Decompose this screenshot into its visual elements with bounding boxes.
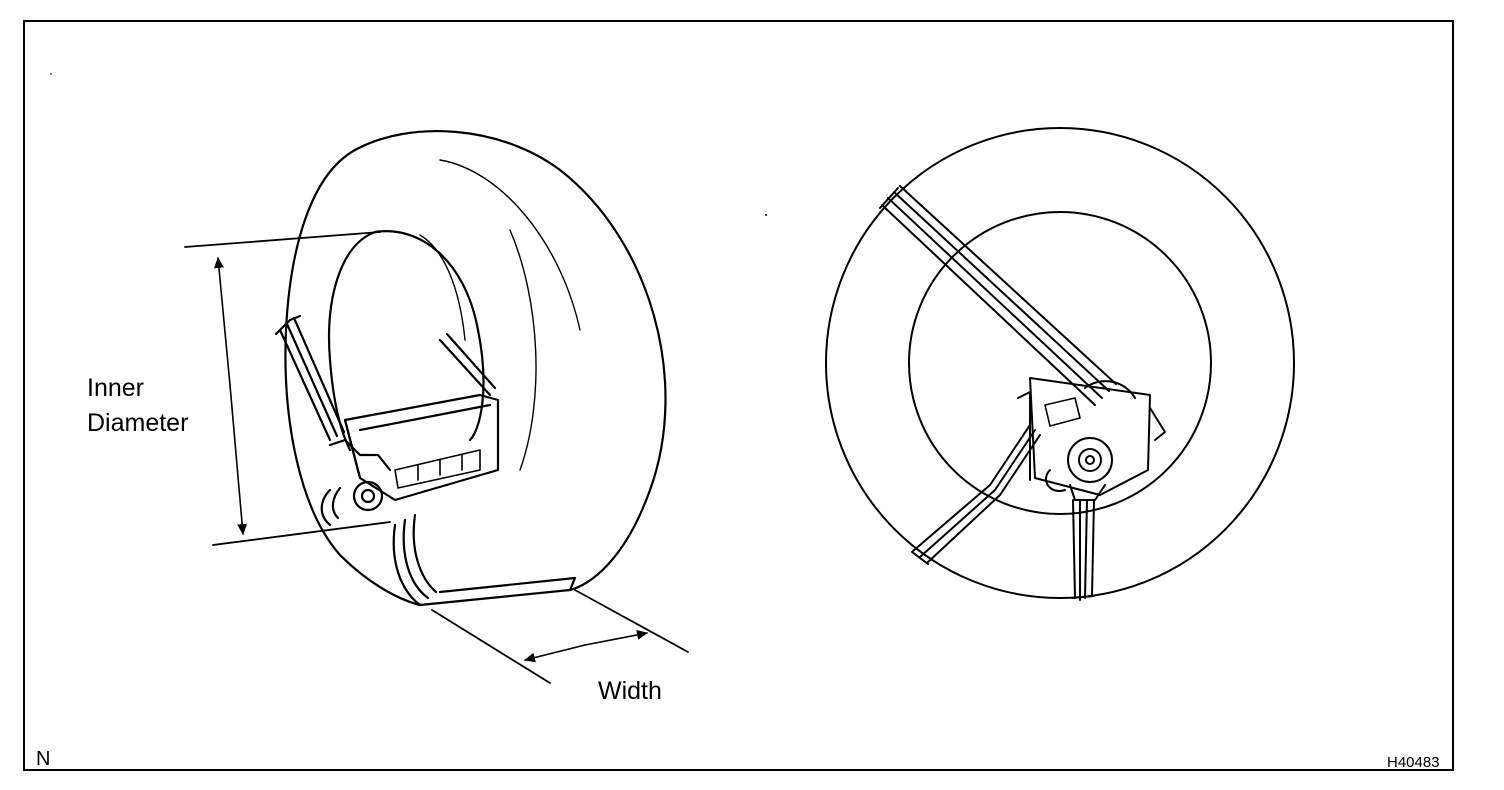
corner-mark: N (36, 748, 51, 770)
inner-diameter-extension-top (184, 231, 381, 248)
harness-strap-down (1071, 499, 1095, 601)
tire-outer-circle (825, 127, 1295, 599)
tire-side-view (184, 130, 689, 684)
tire-tread-line (509, 229, 537, 471)
width-extension-left (431, 609, 551, 684)
harness-strap-diagonal (879, 185, 1117, 406)
tire-inner-circle (908, 211, 1212, 515)
inner-diameter-dimension-line (229, 384, 248, 535)
tire-outer-back-edge (353, 130, 667, 592)
width-dimension-line (524, 644, 586, 663)
inner-diameter-label-line2: Diameter (87, 409, 189, 437)
width-dimension-line (584, 629, 648, 646)
inner-diameter-extension-bottom (212, 521, 391, 546)
tire-inner-far-edge (419, 234, 466, 341)
width-label: Width (598, 677, 662, 705)
connector-body (328, 393, 500, 512)
harness-strap-lower-left (911, 424, 1041, 565)
scan-speck (50, 73, 52, 75)
tire-front-view (825, 127, 1295, 601)
width-extension-right (574, 589, 689, 653)
tire-inner-bead-front (328, 230, 377, 452)
scan-speck (765, 214, 767, 216)
tire-tread-line (439, 159, 581, 331)
tire-bottom-edge (418, 576, 577, 607)
inner-diameter-label-line1: Inner (87, 374, 144, 402)
connector-assembly (1017, 377, 1166, 501)
tire-front-sidewall (284, 148, 422, 607)
inner-diameter-dimension-line (213, 257, 231, 386)
tire-inner-bead (373, 230, 485, 442)
figure-frame (23, 20, 1454, 771)
figure-code: H40483 (1387, 754, 1440, 771)
harness-straps (274, 314, 497, 607)
